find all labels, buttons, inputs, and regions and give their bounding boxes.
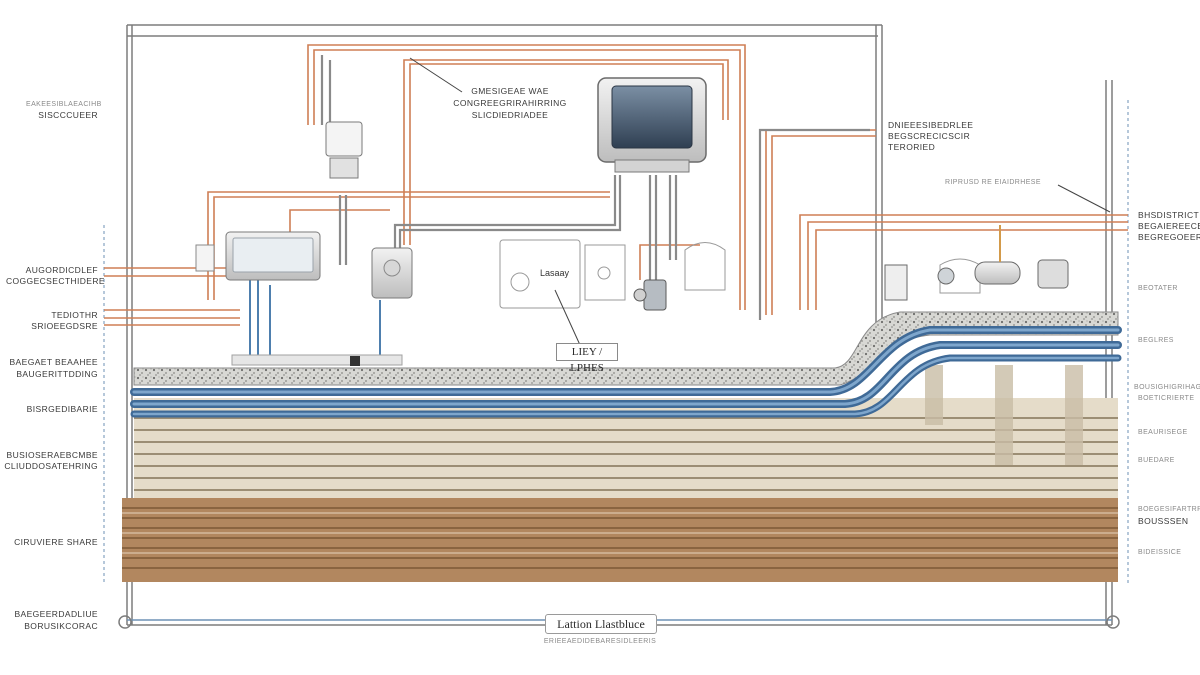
right-label-5: BEGLRES [1138,337,1174,344]
left-label-6: SRIOEEGDSRE [31,321,98,331]
right-upper-label-1: DNIEEESIBEDRLEE [888,120,974,130]
right-label-11: BOUSSSEN [1138,516,1189,526]
right-label-1: BHSDISTRICT [1138,210,1200,220]
left-label-12: CIRUVIERE SHARE [14,537,98,547]
right-label-12: BIDEISSICE [1138,549,1182,556]
grey-conduits [320,55,870,320]
footer-title: Lattion Llastbluce [545,614,657,634]
top-label-1: GMESIGEAE WAE [471,86,549,96]
right-label-9: BUEDARE [1138,457,1175,464]
panel-label: Lasaay [540,268,570,278]
left-label-8: BAUGERITTDDING [16,369,98,379]
right-upper-label-2: BEGSCRECICSCIR [888,131,971,141]
left-label-11: CLIUDDOSATEHRING [4,461,98,471]
right-label-7: BOETICRIERTE [1138,395,1195,402]
left-label-4: COGGECSECTHIDERE [6,276,105,286]
callout-arrows [409,57,1111,346]
footer-caption: ERIEEAEDIDEBARESIDLEERIS [543,638,657,645]
pump-unit [633,279,667,311]
right-label-10: BOEGESIFARTRR [1138,506,1200,513]
right-equipment [884,225,1069,301]
main-pipes [130,326,1122,418]
left-label-5: TEDIOTHR [51,310,98,320]
water-heater-unit [325,121,363,179]
left-label-13: BAEGEERDADLIUE [14,609,98,619]
right-upper-label-3: TERORIED [888,142,936,152]
left-label-9: BISRGEDIBARIE [26,404,98,414]
right-label-2: BEGAIEREECE [1138,221,1200,231]
left-label-1: EAKEESIBLAEACIHB [26,101,102,108]
top-label-2: CONGREEGRIRAHIRRING [453,98,567,108]
dimension-rails [103,100,1129,585]
right-label-8: BEAURISEGE [1138,429,1188,436]
detail-sketches [499,239,981,309]
right-upper-label-4: RIPRUSD RE EIAIDRHESE [945,179,1041,186]
callout-label: LIEY / LPHES [556,343,618,374]
left-label-14: BORUSIKCORAC [24,621,98,631]
left-label-10: BUSIOSERAEBCMBE [6,450,98,460]
left-label-7: BAEGAET BEAAHEE [9,357,98,367]
control-panel [597,77,707,173]
water-lines [249,280,381,355]
clay-layer [122,498,1118,582]
left-label-2: SISCCCUEER [38,110,98,120]
electrical-meter-left [195,231,403,366]
right-label-6: BOUSIGHIGRIHAGE [1134,384,1200,391]
junction-box [371,247,413,299]
left-label-3: AUGORDICDLEF [25,265,98,275]
right-label-4: BEOTATER [1138,285,1178,292]
top-label-3: SLICDIEDRIADEE [471,110,549,120]
right-label-3: BEGREGOEER [1138,232,1200,242]
